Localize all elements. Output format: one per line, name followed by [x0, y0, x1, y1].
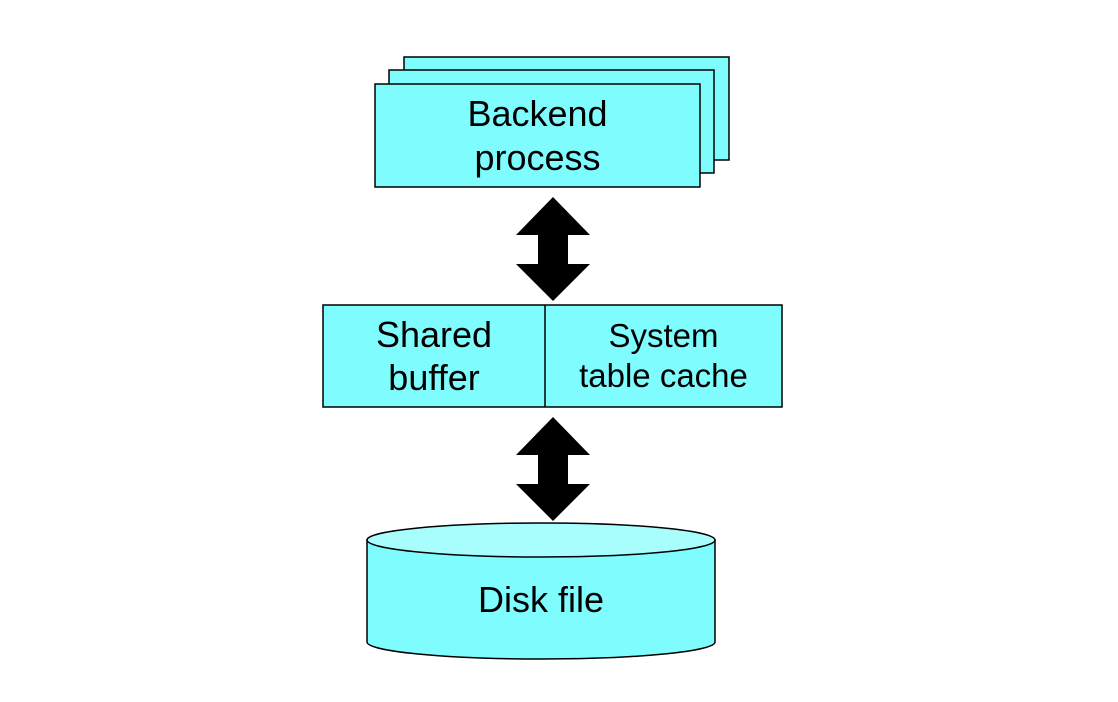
- shared-memory-box: [322, 304, 783, 408]
- disk-file-label: Disk file: [477, 579, 605, 621]
- backend-process-box-front: [374, 83, 701, 188]
- disk-cylinder-top: [366, 522, 716, 558]
- backend-process-label: Backend process: [467, 93, 608, 178]
- disk-cylinder-body: [366, 539, 716, 660]
- double-arrow-top: [516, 197, 590, 301]
- system-table-cache-label: System table cache: [579, 317, 748, 394]
- shared-buffer-label: Shared buffer: [375, 313, 493, 398]
- double-arrow-bottom: [516, 417, 590, 521]
